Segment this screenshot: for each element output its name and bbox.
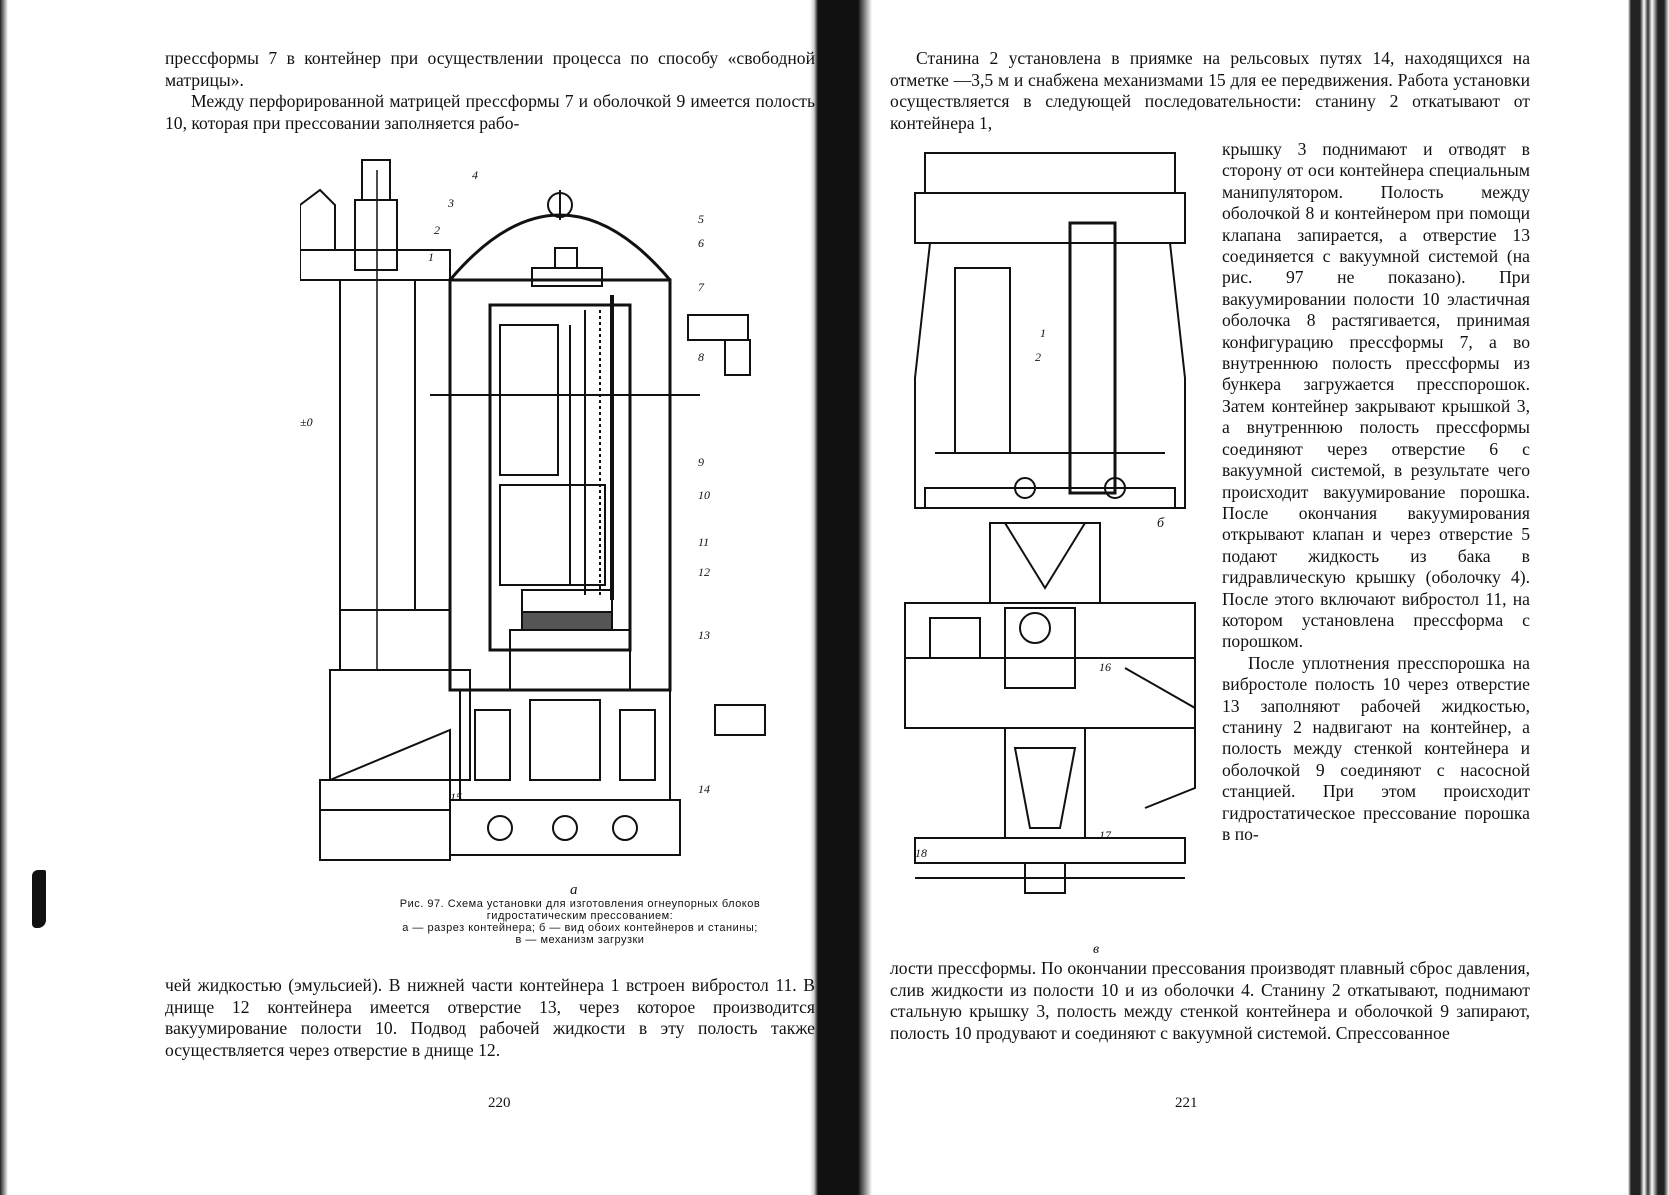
figure-sublabel-v: в <box>1093 942 1100 957</box>
left-page-bottom-text: чей жидкостью (эмульсией). В нижней част… <box>165 975 815 1061</box>
column-top <box>354 199 398 271</box>
right-paragraph-2: крышку 3 поднимают и отводят в сторону о… <box>1222 139 1530 652</box>
callout-11: 11 <box>698 535 710 549</box>
right-paragraph-1: Станина 2 установлена в приямке на рельс… <box>890 48 1530 133</box>
figure-sublabel-a: а <box>570 882 578 898</box>
callout-5: 5 <box>698 212 704 226</box>
callout-2: 2 <box>434 223 440 237</box>
callout-10: 10 <box>698 488 710 502</box>
right-page-bottom-text: лости прессформы. По окончании прессован… <box>890 958 1530 1044</box>
callout-r2: 2 <box>1035 350 1041 364</box>
callout-1: 1 <box>428 250 434 264</box>
caption-line-1: Рис. 97. Схема установки для изготовлени… <box>399 898 761 910</box>
book-gutter <box>810 0 872 1195</box>
figure-a-callouts: 1 2 3 4 5 6 7 8 9 10 11 12 13 14 15 ±0 <box>300 150 820 890</box>
callout-6: 6 <box>698 236 704 250</box>
figure-caption: Рис. 97. Схема установки для изготовлени… <box>330 898 830 946</box>
callout-4: 4 <box>472 168 478 182</box>
ink-blot <box>32 870 46 928</box>
callout-7: 7 <box>698 280 704 294</box>
left-paragraph-3: чей жидкостью (эмульсией). В нижней част… <box>165 975 815 1060</box>
callout-16: 16 <box>1099 660 1111 674</box>
right-page-number: 221 <box>1175 1095 1198 1111</box>
container-section-drawing <box>300 159 766 861</box>
callout-14: 14 <box>698 782 710 796</box>
loading-mechanism-drawing <box>904 152 1196 894</box>
left-page-top-text: прессформы 7 в контейнер при осуществлен… <box>165 48 815 134</box>
hopper-fork <box>300 188 336 251</box>
caption-line-2: гидростатическим прессованием: <box>486 910 674 922</box>
left-page-number: 220 <box>488 1095 511 1111</box>
caption-line-4: в — механизм загрузки <box>515 934 645 946</box>
callout-18: 18 <box>915 846 927 860</box>
level-mark: ±0 <box>300 415 313 429</box>
scan-right-edge <box>1628 0 1669 1195</box>
callout-17: 17 <box>1099 828 1111 842</box>
callout-12: 12 <box>698 565 710 579</box>
right-paragraph-4: лости прессформы. По окончании прессован… <box>890 958 1530 1043</box>
callout-13: 13 <box>698 628 710 642</box>
right-page-top-text: Станина 2 установлена в приямке на рельс… <box>890 48 1530 134</box>
figure-sublabel-b: б <box>1157 516 1165 531</box>
right-paragraph-3: После уплотнения пресспорошка на виброст… <box>1222 652 1530 844</box>
callout-r1: 1 <box>1040 326 1046 340</box>
callout-8: 8 <box>698 350 704 364</box>
scan-left-edge <box>0 0 8 1195</box>
left-paragraph-2: Между перфорированной матрицей прессформ… <box>165 91 815 133</box>
callout-3: 3 <box>448 196 454 210</box>
left-paragraph-1: прессформы 7 в контейнер при осуществлен… <box>165 48 815 90</box>
callout-15: 15 <box>450 790 462 804</box>
caption-line-3: а — разрез контейнера; б — вид обоих кон… <box>402 922 758 934</box>
figure-bv-callouts: 1 2 16 17 18 б в <box>895 148 1205 958</box>
callout-9: 9 <box>698 455 704 469</box>
right-wrap-text: крышку 3 поднимают и отводят в сторону о… <box>1222 139 1530 845</box>
